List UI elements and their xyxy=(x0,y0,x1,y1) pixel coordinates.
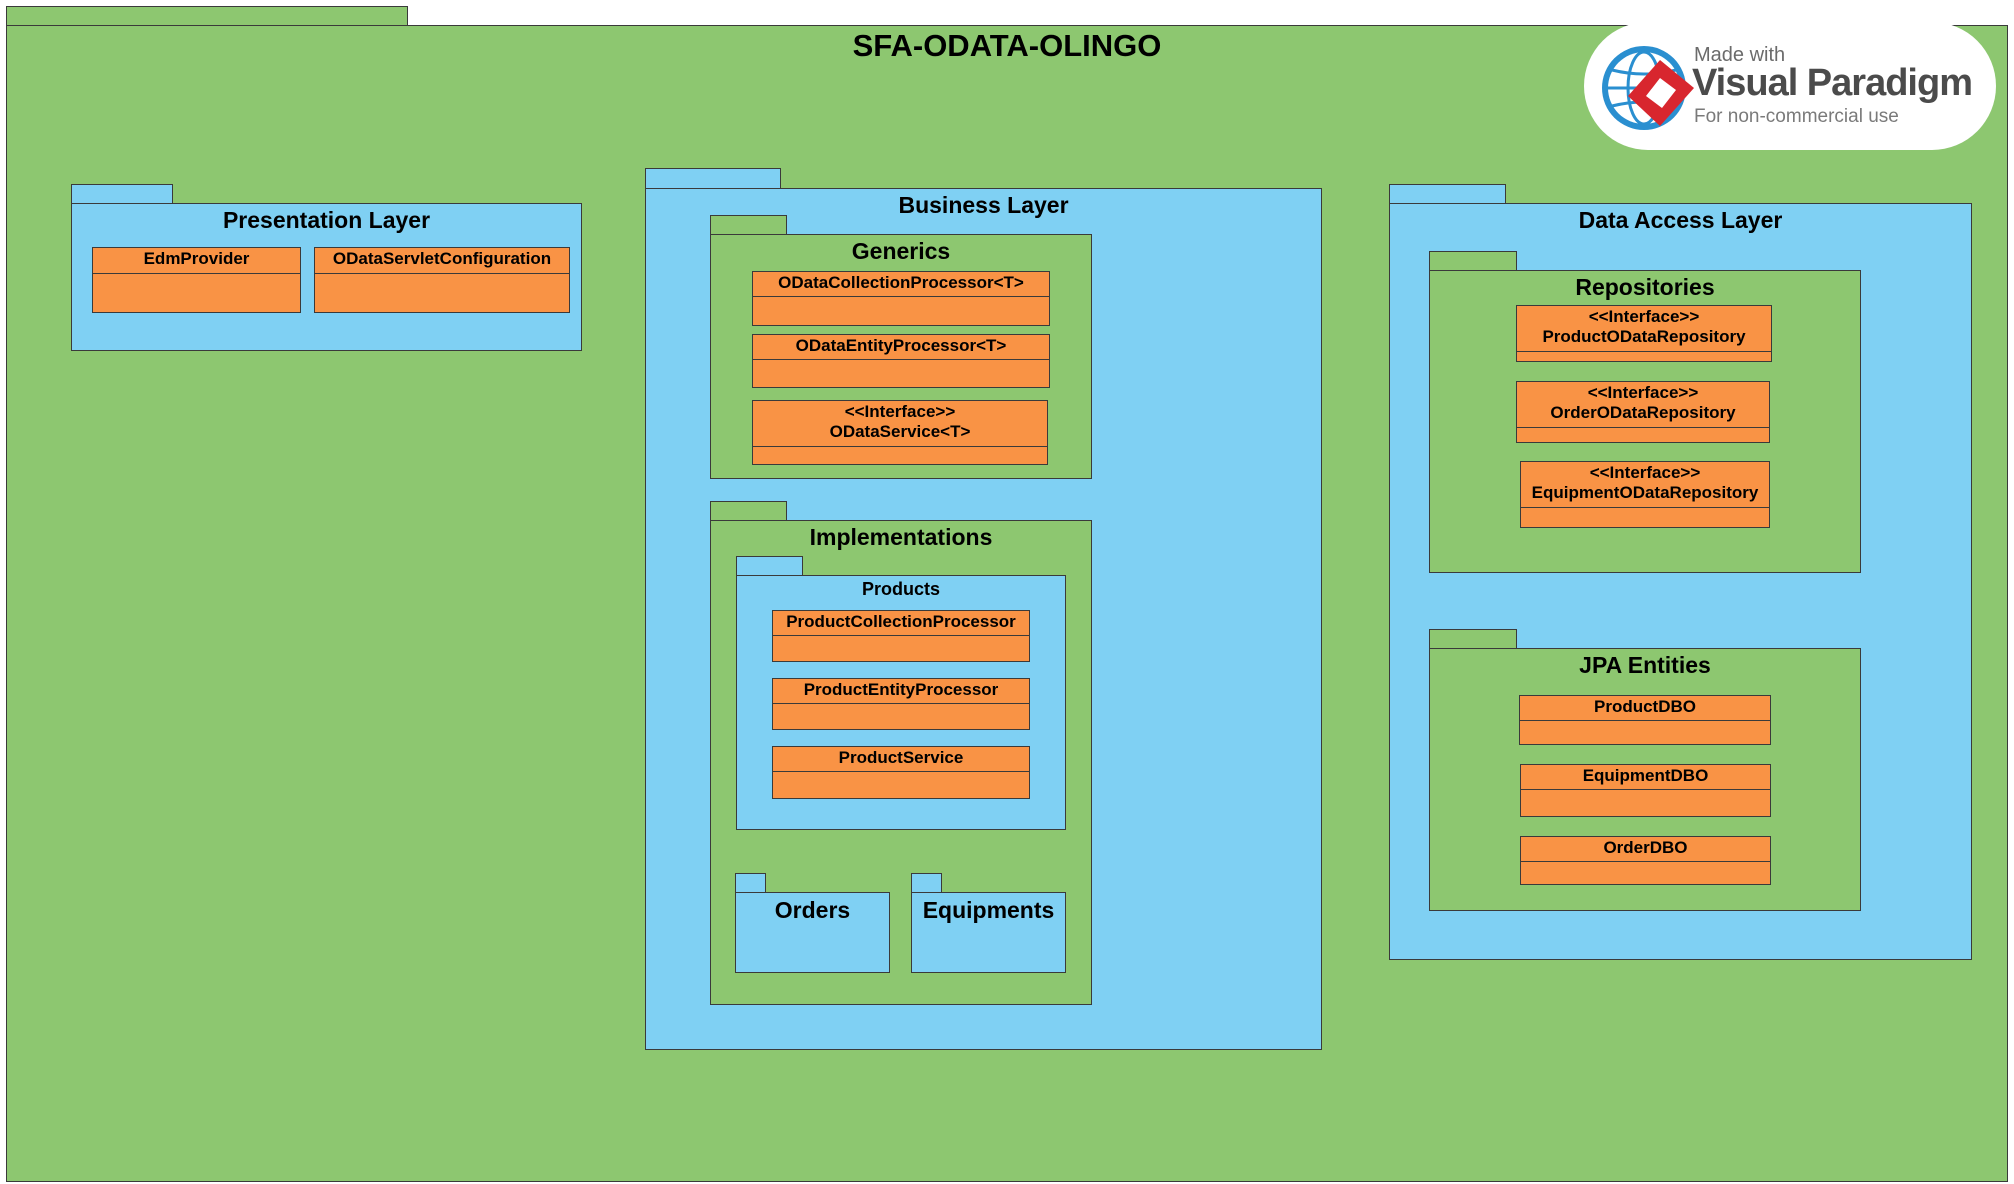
equipments-tab xyxy=(911,873,942,893)
class-stereotype: <<Interface>> xyxy=(1588,307,1700,326)
watermark-line-1: Made with xyxy=(1694,44,1786,66)
class-stereotype: <<Interface>> xyxy=(1589,463,1701,482)
class-odatacollectionprocessor: ODataCollectionProcessor<T> xyxy=(752,271,1050,326)
class-odataentityprocessor: ODataEntityProcessor<T> xyxy=(752,334,1050,388)
implementations-tab xyxy=(710,501,787,521)
generics-title: Generics xyxy=(851,238,951,264)
watermark-line-2: Visual Paradigm xyxy=(1692,62,1973,104)
class-equipmentdbo: EquipmentDBO xyxy=(1520,764,1771,817)
class-odataservice: <<Interface>> ODataService<T> xyxy=(752,400,1048,465)
class-stereotype: <<Interface>> xyxy=(1587,383,1699,402)
orders-tab xyxy=(735,873,766,893)
products-title: Products xyxy=(861,579,940,599)
products-tab xyxy=(736,556,803,576)
data-access-layer-title: Data Access Layer xyxy=(1578,207,1783,233)
visual-paradigm-logo-icon xyxy=(1602,46,1694,130)
class-name: OrderDBO xyxy=(1603,838,1688,857)
class-name: ProductCollectionProcessor xyxy=(786,612,1016,631)
class-name: ODataEntityProcessor<T> xyxy=(795,336,1007,355)
presentation-layer-tab xyxy=(71,184,173,204)
business-layer-tab xyxy=(645,168,781,189)
repositories-title: Repositories xyxy=(1575,274,1715,300)
class-name: ProductDBO xyxy=(1594,697,1696,716)
orders-title: Orders xyxy=(774,897,851,923)
implementations-title: Implementations xyxy=(809,524,993,550)
jpa-entities-title: JPA Entities xyxy=(1579,652,1711,678)
class-name: ODataService<T> xyxy=(829,422,971,441)
jpa-entities-tab xyxy=(1429,629,1517,649)
class-name: EquipmentODataRepository xyxy=(1531,483,1759,502)
class-productcollectionprocessor: ProductCollectionProcessor xyxy=(772,610,1030,662)
business-layer-title: Business Layer xyxy=(898,192,1069,218)
generics-tab xyxy=(710,215,787,235)
class-equipmentodatarepository: <<Interface>> EquipmentODataRepository xyxy=(1520,461,1770,528)
class-name: ProductService xyxy=(838,748,964,767)
root-package-tab xyxy=(6,6,408,26)
class-name: ProductEntityProcessor xyxy=(803,680,999,699)
class-name: ODataCollectionProcessor<T> xyxy=(778,273,1024,292)
orders-package: Orders xyxy=(735,892,890,973)
equipments-title: Equipments xyxy=(922,897,1055,923)
equipments-package: Equipments xyxy=(911,892,1066,973)
diagram-title: SFA-ODATA-OLINGO xyxy=(852,28,1162,63)
class-name: ODataServletConfiguration xyxy=(332,249,552,268)
class-productdbo: ProductDBO xyxy=(1519,695,1771,745)
class-orderdbo: OrderDBO xyxy=(1520,836,1771,885)
class-productodatarepository: <<Interface>> ProductODataRepository xyxy=(1516,305,1772,362)
class-productservice: ProductService xyxy=(772,746,1030,799)
class-name: OrderODataRepository xyxy=(1550,403,1736,422)
class-odataservletconfiguration: ODataServletConfiguration xyxy=(314,247,570,313)
class-name: EquipmentDBO xyxy=(1582,766,1709,785)
watermark-line-3: For non-commercial use xyxy=(1694,106,1899,127)
class-edmprovider: EdmProvider xyxy=(92,247,301,313)
visual-paradigm-watermark: Made with Visual Paradigm For non-commer… xyxy=(1584,22,1996,150)
repositories-tab xyxy=(1429,251,1517,271)
data-access-layer-tab xyxy=(1389,184,1506,204)
class-name: ProductODataRepository xyxy=(1542,327,1746,346)
class-name: EdmProvider xyxy=(143,249,250,268)
class-stereotype: <<Interface>> xyxy=(844,402,956,421)
class-orderodatarepository: <<Interface>> OrderODataRepository xyxy=(1516,381,1770,443)
class-productentityprocessor: ProductEntityProcessor xyxy=(772,678,1030,730)
presentation-layer-title: Presentation Layer xyxy=(222,207,431,233)
